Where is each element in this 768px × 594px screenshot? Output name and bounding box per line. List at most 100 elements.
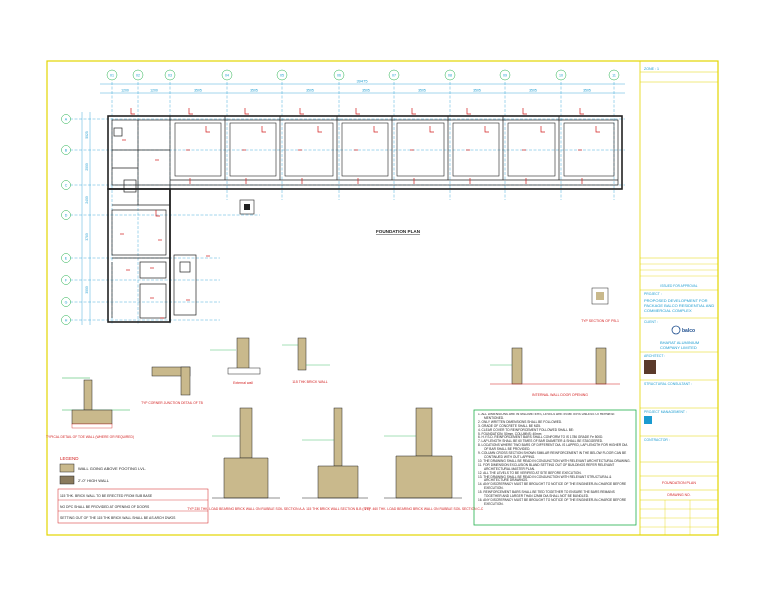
svg-text:ZONE : 1: ZONE : 1 [644, 67, 659, 71]
general-note-item: 11. FOR DIMENSION EXCLUSION BLAND SETTIN… [478, 462, 615, 471]
svg-text:2'-0" HIGH WALL: 2'-0" HIGH WALL [78, 478, 110, 483]
svg-text:balco: balco [682, 328, 695, 334]
svg-text:03: 03 [168, 73, 172, 77]
svg-text:115 THK BRICK WALL SECTION B-B: 115 THK BRICK WALL SECTION B-B (S/S) [306, 507, 370, 511]
svg-text:NO DPC SHALL BE PROVIDED AT OP: NO DPC SHALL BE PROVIDED AT OPENING OF D… [60, 505, 150, 509]
detail-external-wall: External wall [210, 337, 261, 385]
svg-text:E: E [65, 256, 68, 260]
general-note-item: 9. COLUMN CROSS SECTION SHOWN SIMILAR RE… [478, 451, 627, 459]
svg-text:05: 05 [280, 73, 284, 77]
detail-internal-wall: INTERNAL WALL DOOR OPENING [490, 347, 620, 397]
svg-text:10: 10 [559, 73, 563, 77]
svg-text:ISSUED FOR APPROVAL: ISSUED FOR APPROVAL [660, 284, 697, 288]
svg-text:C: C [65, 183, 68, 187]
svg-text:TYP SECTION OF PB-1: TYP SECTION OF PB-1 [581, 319, 619, 323]
general-note-item: 3. GRADE OF CONCRETE SHALL BE M25. [478, 423, 541, 428]
general-note-item: 10. THE DRAWING SHALL BE READ IN CONJUNC… [478, 458, 631, 463]
svg-text:3505: 3505 [473, 89, 481, 93]
total-dimension: 39475 [356, 79, 368, 84]
legend: LEGEND WALL GOING ABOVE FOOTING LVL. 2'-… [57, 456, 209, 524]
footing-column [244, 204, 250, 210]
general-note-item: 14. ANY DISCREPANCY MUST BE BROUGHT TO N… [478, 482, 627, 491]
detail-brick-wall-115: 115 THK BRICK WALL [282, 337, 330, 384]
svg-text:TYP CORNER JUNCTION DETAIL OF: TYP CORNER JUNCTION DETAIL OF TB [141, 401, 204, 405]
section-b-b: 115 THK BRICK WALL SECTION B-B (S/S) [302, 407, 370, 511]
general-notes-box [473, 409, 637, 526]
svg-text:PROJECT MANAGEMENT :: PROJECT MANAGEMENT : [644, 410, 687, 414]
client-logo-icon [671, 325, 681, 335]
room-boxes [174, 122, 615, 177]
svg-text:04: 04 [225, 73, 229, 77]
svg-text:115 THK. BRICK WALL TO BE EREC: 115 THK. BRICK WALL TO BE ERECTED FROM S… [60, 494, 153, 498]
svg-text:INTERNAL WALL DOOR OPENING: INTERNAL WALL DOOR OPENING [532, 393, 588, 397]
svg-text:08: 08 [448, 73, 452, 77]
grid-rows [70, 118, 625, 321]
detail-corner-junction: TYP CORNER JUNCTION DETAIL OF TB [141, 366, 204, 405]
general-note-item: 5. FOUNDATION: 50mm, COLUMNS: 40mm [478, 431, 542, 436]
svg-text:STRUCTURAL CONSULTANT :: STRUCTURAL CONSULTANT : [644, 382, 692, 386]
svg-text:3505: 3505 [529, 89, 537, 93]
svg-text:11: 11 [612, 73, 616, 77]
svg-text:CLIENT :: CLIENT : [644, 320, 658, 324]
svg-text:FOUNDATION PLAN: FOUNDATION PLAN [662, 481, 696, 485]
project-name: PROPOSED DEVELOPMENT FOR PACKAGE BALCO R… [644, 298, 715, 313]
title-block: ZONE : 1 ISSUED FOR APPROVAL PROJECT : C… [640, 67, 718, 535]
general-notes: 1. ALL DIMENSIONS ARE IN MILLIMETERS, LE… [478, 413, 632, 523]
svg-text:3505: 3505 [362, 89, 370, 93]
svg-text:02: 02 [136, 73, 140, 77]
general-note-item: 12. ALL THE LEVELS TO BE VERIFIED AT SIT… [478, 470, 582, 475]
svg-text:115 THK BRICK WALL: 115 THK BRICK WALL [292, 380, 328, 384]
svg-text:TYP. 460 THK. LOAD BEARING BRI: TYP. 460 THK. LOAD BEARING BRICK WALL ON… [365, 507, 484, 511]
svg-text:SETTING OUT OF THE 115 THK BRI: SETTING OUT OF THE 115 THK BRICK WALL SH… [60, 516, 176, 520]
client-name: BHARAT ALUMINIUM COMPANY LIMITED [660, 340, 700, 350]
svg-text:DRAWING NO.: DRAWING NO. [667, 493, 690, 497]
svg-text:F: F [65, 278, 68, 282]
svg-text:09: 09 [503, 73, 507, 77]
general-note-item: 2. ONLY WRITTEN DIMENSIONS SHALL BE FOLL… [478, 419, 563, 424]
general-note-item: 8. LOCATIONS WHERE TWO BARS OF DIFFERENT… [478, 443, 628, 452]
svg-text:3505: 3505 [306, 89, 314, 93]
section-marks [120, 108, 600, 319]
general-note-item: 6. H.Y.S.D. REINFORCEMENT BARS SHALL CON… [478, 435, 604, 440]
general-note-item: 1. ALL DIMENSIONS ARE IN MILLIMETERS, LE… [478, 413, 615, 420]
svg-text:5025: 5025 [85, 131, 89, 139]
general-note-item: 13. THE DRAWING SHALL BE READ IN CONJUNC… [478, 474, 612, 483]
svg-text:D: D [65, 213, 68, 217]
svg-text:A: A [65, 117, 68, 121]
svg-text:CONTRACTOR :: CONTRACTOR : [644, 438, 670, 442]
grid-row-bubbles: A B C D E F G H [61, 114, 71, 325]
svg-text:3505: 3505 [583, 89, 591, 93]
svg-text:PROJECT :: PROJECT : [644, 292, 662, 296]
svg-text:01: 01 [110, 73, 114, 77]
svg-text:ARCHITECT :: ARCHITECT : [644, 354, 665, 358]
section-a-a: TYP 230 THK. LOAD BEARING BRICK WALL ON … [187, 407, 306, 511]
svg-text:1200: 1200 [150, 89, 158, 93]
svg-text:TYPICAL DETAIL OF TOE WALL (WH: TYPICAL DETAIL OF TOE WALL (WHERE OR REQ… [46, 435, 134, 439]
svg-text:B: B [65, 148, 68, 152]
svg-text:H: H [65, 318, 68, 322]
svg-text:07: 07 [392, 73, 396, 77]
detail-section-pb: TYP SECTION OF PB-1 [581, 287, 619, 323]
architect-logo-icon [644, 360, 656, 374]
svg-text:1200: 1200 [121, 89, 129, 93]
svg-text:LEGEND: LEGEND [60, 456, 79, 461]
svg-text:3000: 3000 [85, 286, 89, 294]
plan-title: FOUNDATION PLAN [376, 229, 421, 234]
pmc-logo-icon [644, 416, 652, 424]
footing-pad [239, 199, 255, 215]
general-note-item: 4. CLEAR COVER TO REINFORCEMENT FOLLOWED… [478, 427, 574, 432]
wall-outline [107, 115, 623, 323]
svg-text:2400: 2400 [85, 196, 89, 204]
side-dimensions: 5025 2000 2400 3780 3000 [85, 131, 89, 294]
svg-text:3505: 3505 [418, 89, 426, 93]
svg-text:TYP 230 THK. LOAD BEARING BRIC: TYP 230 THK. LOAD BEARING BRICK WALL ON … [187, 507, 305, 511]
svg-text:06: 06 [337, 73, 341, 77]
svg-text:3780: 3780 [85, 233, 89, 241]
general-note-item: 7. LAP LENGTH SHALL BE 60 TIMES OF BAR D… [478, 439, 603, 444]
wall-inner [111, 116, 619, 319]
svg-text:2000: 2000 [85, 163, 89, 171]
general-note-item: 15. REINFORCEMENT BARS SHALL BE TIED TOG… [478, 490, 615, 499]
section-c-c: TYP. 460 THK. LOAD BEARING BRICK WALL ON… [365, 407, 484, 511]
svg-text:3505: 3505 [250, 89, 258, 93]
